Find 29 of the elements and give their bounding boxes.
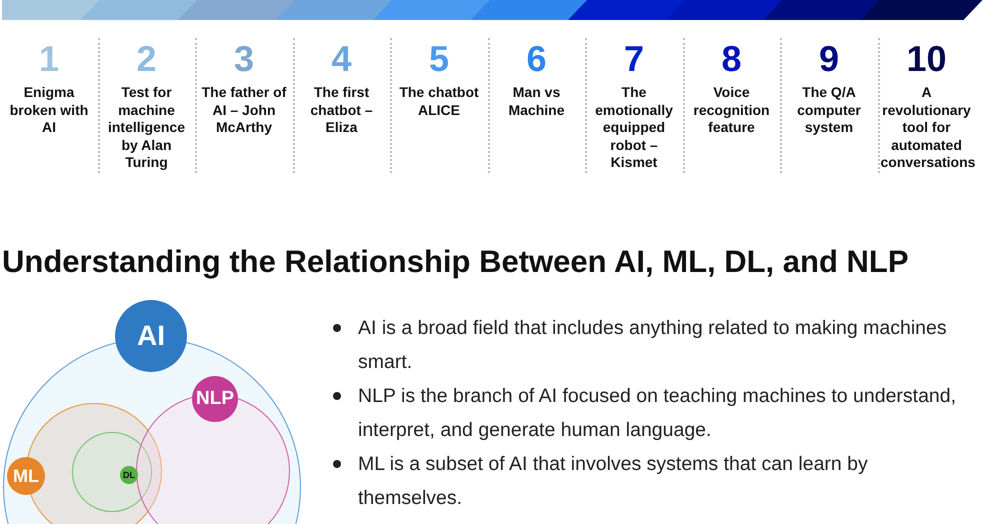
- circle-badge: ML: [7, 457, 45, 495]
- step-number: 1: [38, 38, 60, 80]
- step-number: 6: [525, 38, 548, 80]
- bullet-text: ML is a subset of AI that involves systems that can learn by themselves.: [358, 452, 869, 511]
- section-heading: Understanding the Relationship Between AI, ML, DL, and NLP: [2, 244, 909, 280]
- milestone-text: Test for machine intelligence by Alan Turing: [106, 84, 186, 172]
- circle-badge: DL: [120, 466, 138, 484]
- step-number: 8: [720, 38, 743, 80]
- step-number: 10: [905, 38, 948, 80]
- step-number: 9: [818, 38, 840, 80]
- milestone-text: The father of AI – John McArthy: [200, 84, 288, 136]
- milestone-text: Enigma broken with AI: [8, 84, 90, 136]
- milestone-text: The chatbot ALICE: [398, 84, 480, 119]
- milestone-text: The emotionally equipped robot – Kismet: [594, 84, 674, 172]
- bullet-text: AI is a broad field that includes anything related to making machines smart.: [358, 316, 948, 375]
- bullet-text: NLP is the branch of AI focused on teaching machines to understand, interpret, and generate human language.: [358, 384, 958, 443]
- step-number: 4: [330, 38, 353, 80]
- step-number: 7: [622, 38, 646, 80]
- step-number: 2: [135, 38, 158, 80]
- step-number: 5: [428, 38, 450, 80]
- milestone-text: Voice recognition feature: [692, 84, 771, 136]
- circle-badge: NLP: [192, 376, 238, 422]
- milestone-text: The first chatbot – Eliza: [309, 84, 374, 136]
- venn-circle: [72, 432, 152, 512]
- milestone-text: The Q/A computer system: [796, 84, 862, 136]
- milestone-text: A revolutionary tool for automated conversations: [880, 84, 972, 172]
- milestone-text: Man vs Machine: [507, 84, 566, 119]
- circle-badge: AI: [115, 300, 187, 372]
- step-number: 3: [232, 38, 256, 80]
